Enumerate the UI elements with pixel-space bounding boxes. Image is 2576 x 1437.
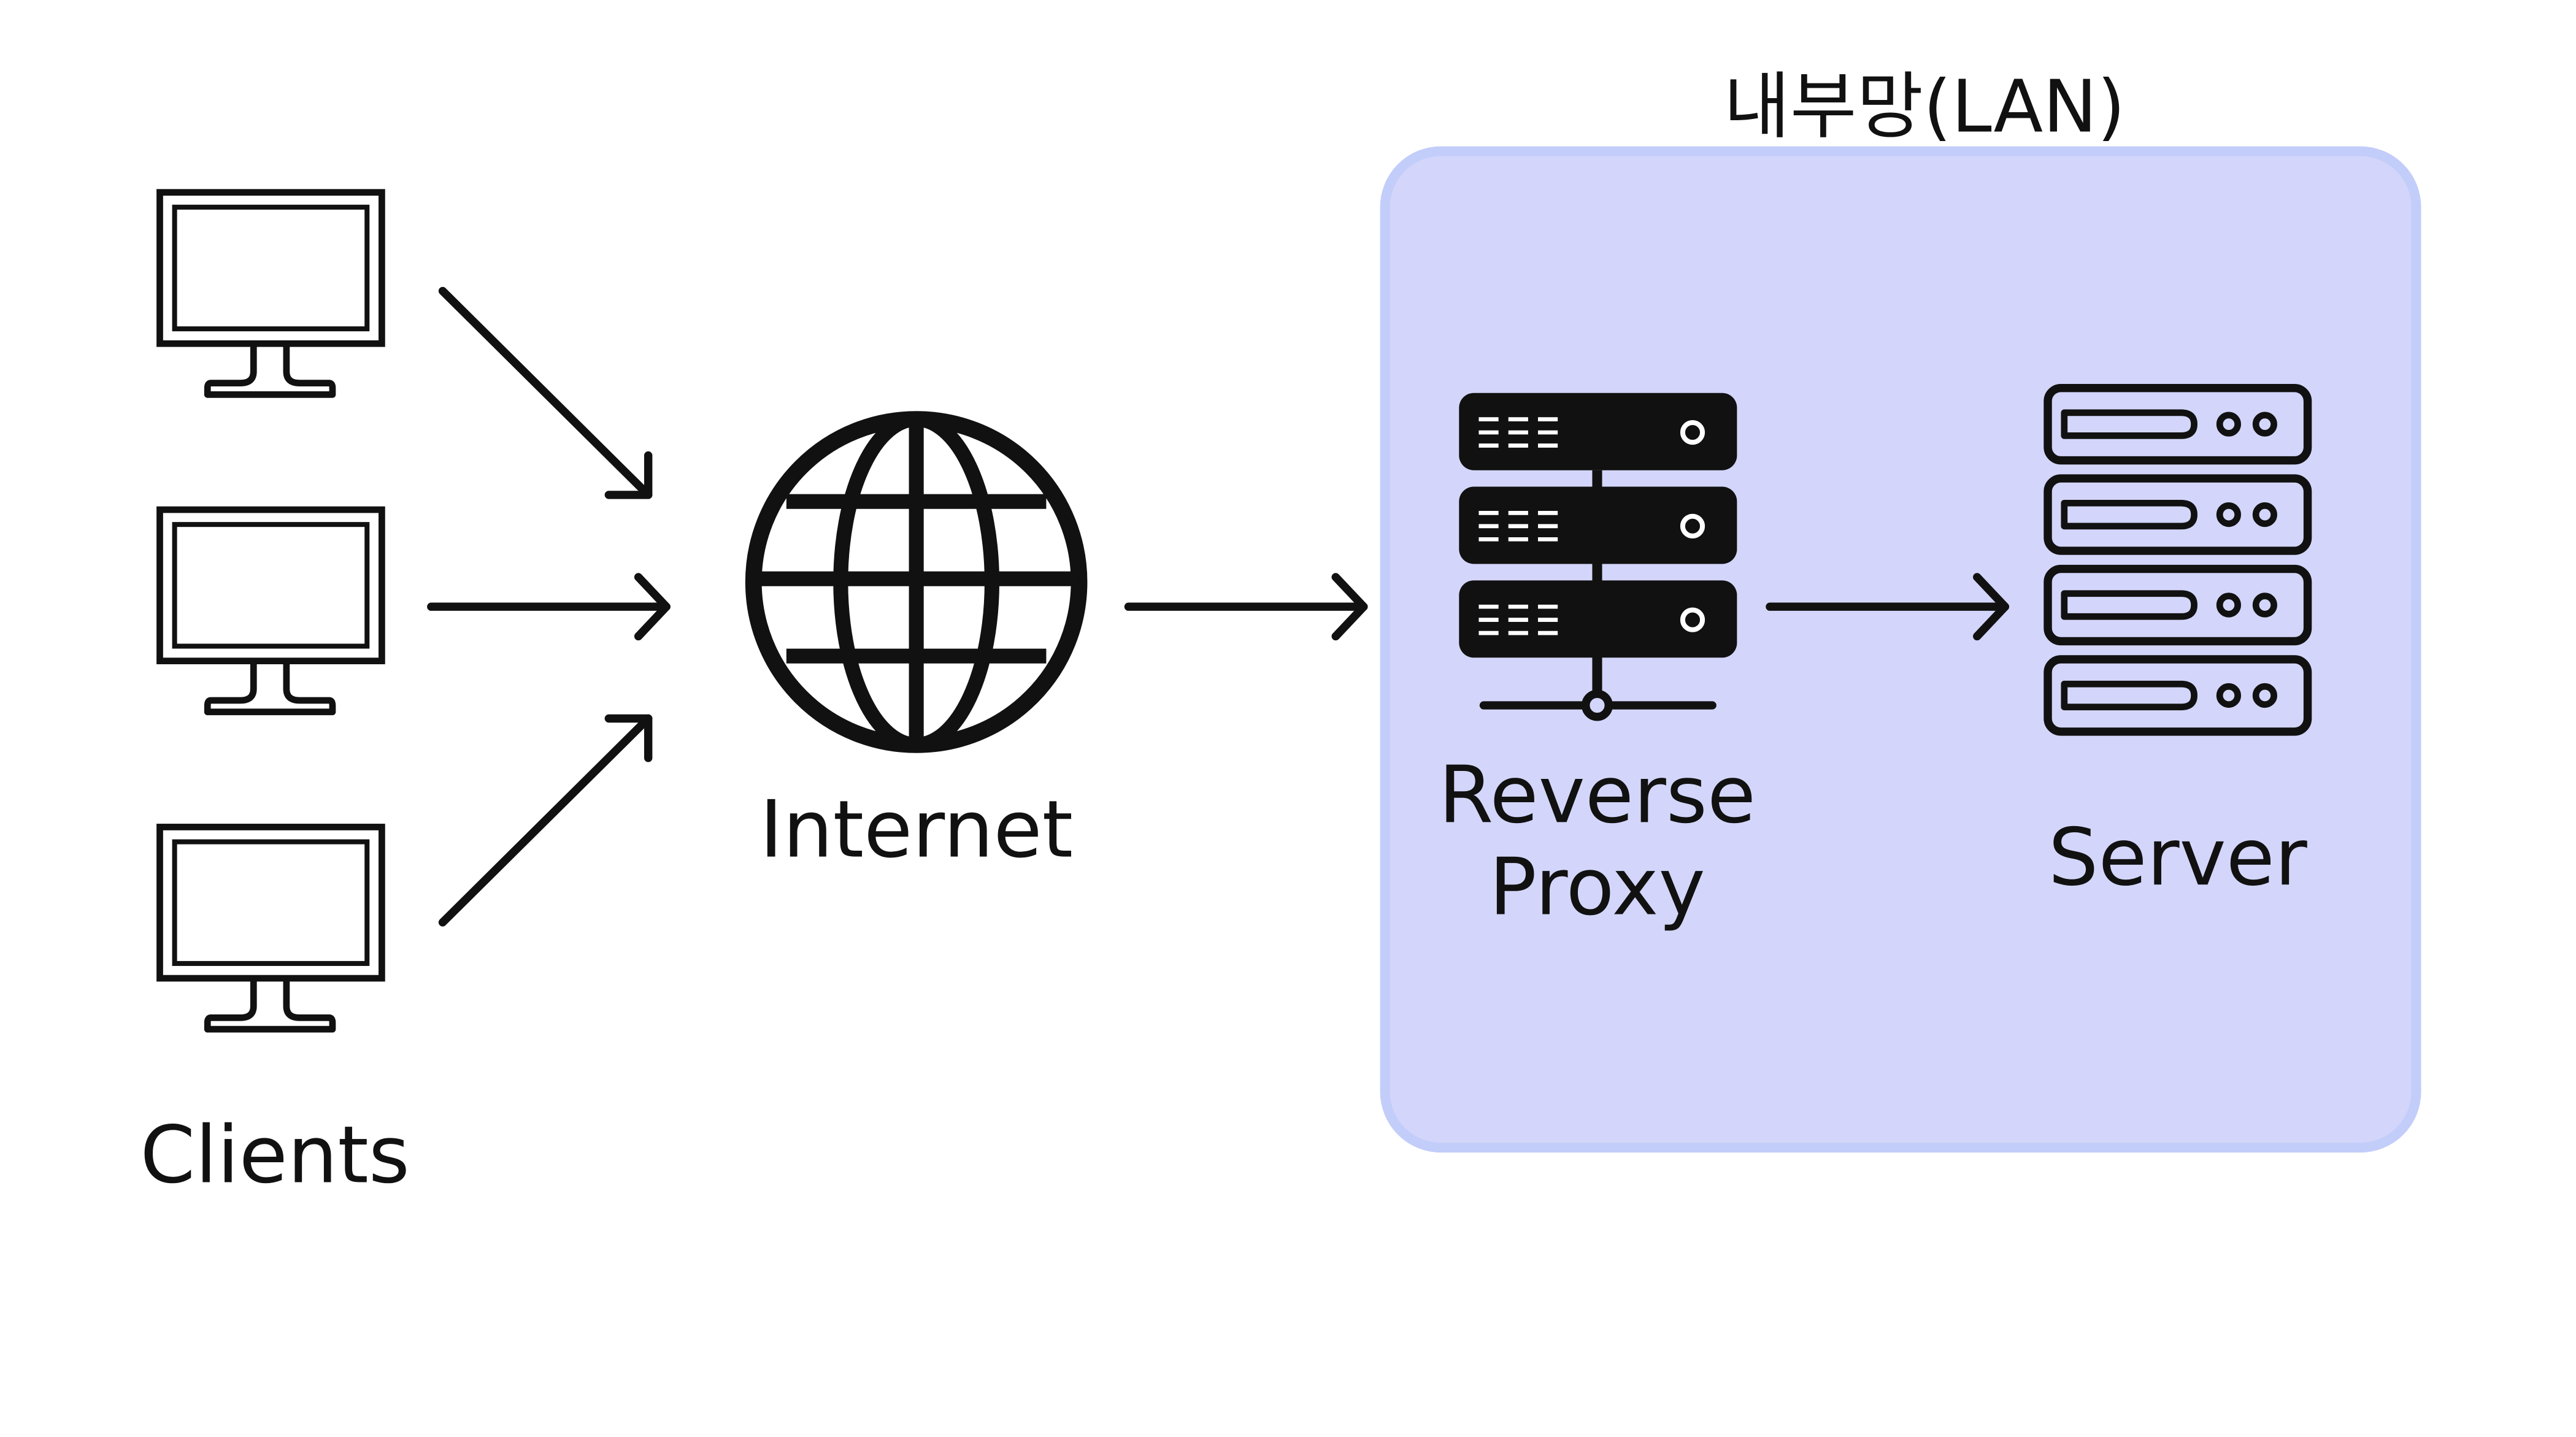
server-label: Server: [2048, 812, 2307, 903]
internet-group: Internet: [745, 411, 1088, 876]
desktop-monitor-icon: [160, 827, 382, 1029]
reverse-proxy-label-line2: Proxy: [1489, 842, 1705, 933]
clients-group: Clients: [140, 193, 410, 1201]
arrow-client3-to-internet: [438, 714, 653, 927]
reverse-proxy-group: Reverse Proxy: [1439, 393, 1756, 933]
client-arrows: [427, 286, 671, 927]
arrow-client2-to-internet: [427, 573, 671, 641]
arrow-proxy-to-server: [1766, 573, 2010, 641]
desktop-monitor-icon: [160, 510, 382, 712]
arrow-client1-to-internet: [438, 286, 653, 499]
arrow-internet-to-proxy: [1124, 573, 1368, 641]
clients-label: Clients: [140, 1109, 410, 1201]
lan-group-title: 내부망(LAN): [1724, 64, 2126, 148]
server-group: Server: [2048, 388, 2308, 903]
reverse-proxy-label-line1: Reverse: [1439, 749, 1756, 841]
network-server-rack-icon: [1459, 393, 1737, 721]
internet-label: Internet: [759, 784, 1073, 876]
desktop-monitor-icon: [160, 193, 382, 395]
globe-icon: [745, 411, 1088, 753]
